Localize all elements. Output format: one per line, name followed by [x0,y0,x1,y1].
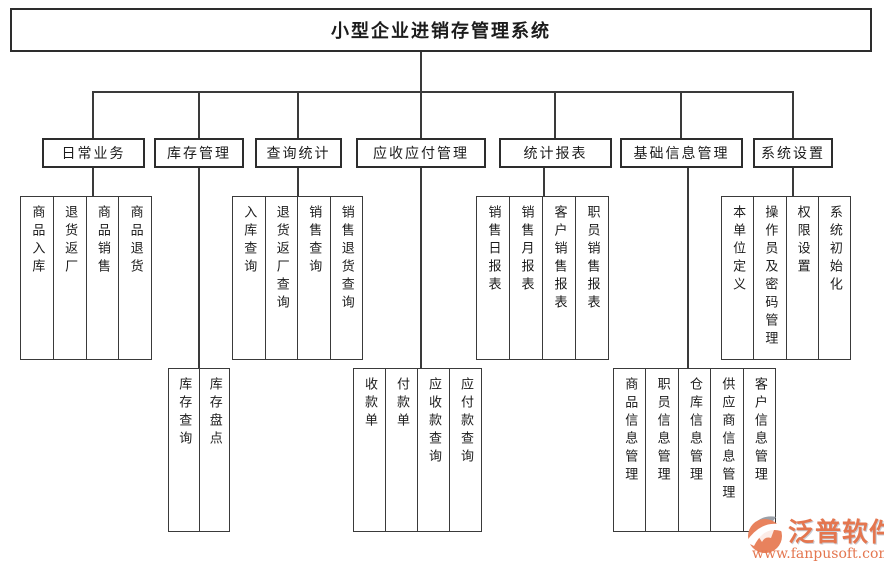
leaf-permission-settings: 权限设置 [785,196,819,360]
leaf-sales-query: 销售查询 [297,196,331,360]
node-inventory-mgmt: 库存管理 [154,138,244,168]
watermark-url: www.fanpusoft.com [752,546,884,562]
leaf-return-factory-query: 退货返厂查询 [264,196,298,360]
leaf-group-base-info: 商品信息管理 职员信息管理 仓库信息管理 供应商信息管理 客户信息管理 [613,368,777,532]
watermark: 泛普软件 www.fanpusoft.com [744,510,884,566]
leaf-goods-return: 商品退货 [118,196,152,360]
node-daily-business: 日常业务 [42,138,145,168]
fanpu-swirl-logo-icon [746,516,788,553]
leaf-goods-sale: 商品销售 [85,196,120,360]
node-system-settings: 系统设置 [753,138,833,168]
leaf-group-daily-business: 商品入库 退货返厂 商品销售 商品退货 [20,196,152,360]
connector-line [92,91,94,138]
connector-line [554,91,556,138]
leaf-monthly-sales-report: 销售月报表 [509,196,543,360]
connector-line [420,52,422,91]
leaf-inbound-query: 入库查询 [232,196,266,360]
leaf-stock-query: 库存查询 [168,368,200,532]
leaf-operator-password-mgmt: 操作员及密码管理 [753,196,787,360]
leaf-staff-sales-report: 职员销售报表 [575,196,609,360]
connector-line [543,168,545,196]
connector-line [687,168,689,368]
leaf-payment-order: 付款单 [385,368,418,532]
leaf-warehouse-info-mgmt: 仓库信息管理 [677,368,712,532]
connector-line [198,168,200,368]
node-report-stats: 统计报表 [499,138,612,168]
connector-line [680,91,682,138]
connector-line [792,91,794,138]
leaf-group-inventory-mgmt: 库存查询 库存盘点 [168,368,230,532]
connector-line [297,168,299,196]
leaf-system-init: 系统初始化 [817,196,851,360]
watermark-brand: 泛普软件 [788,518,884,548]
leaf-company-definition: 本单位定义 [721,196,755,360]
connector-line [297,91,299,138]
connector-line [92,168,94,196]
leaf-stock-taking: 库存盘点 [198,368,230,532]
leaf-goods-info-mgmt: 商品信息管理 [613,368,647,532]
page-title: 小型企业进销存管理系统 [10,8,872,52]
leaf-return-to-factory: 退货返厂 [52,196,87,360]
leaf-staff-info-mgmt: 职员信息管理 [645,368,679,532]
leaf-group-report-stats: 销售日报表 销售月报表 客户销售报表 职员销售报表 [476,196,609,360]
node-query-stats: 查询统计 [255,138,342,168]
leaf-receipt-order: 收款单 [353,368,386,532]
leaf-sales-return-query: 销售退货查询 [329,196,363,360]
leaf-customer-info-mgmt: 客户信息管理 [742,368,777,532]
leaf-goods-inbound: 商品入库 [20,196,54,360]
connector-line [420,91,422,138]
leaf-daily-sales-report: 销售日报表 [476,196,510,360]
connector-line [92,91,794,93]
leaf-supplier-info-mgmt: 供应商信息管理 [710,368,744,532]
leaf-customer-sales-report: 客户销售报表 [542,196,576,360]
connector-line [420,168,422,368]
leaf-receivable-query: 应收款查询 [417,368,450,532]
leaf-payable-query: 应付款查询 [449,368,482,532]
leaf-group-query-stats: 入库查询 退货返厂查询 销售查询 销售退货查询 [232,196,363,360]
node-base-info-mgmt: 基础信息管理 [620,138,743,168]
connector-line [792,168,794,196]
leaf-group-receivable-payable: 收款单 付款单 应收款查询 应付款查询 [353,368,482,532]
leaf-group-system-settings: 本单位定义 操作员及密码管理 权限设置 系统初始化 [721,196,851,360]
connector-line [198,91,200,138]
node-receivable-payable: 应收应付管理 [356,138,486,168]
